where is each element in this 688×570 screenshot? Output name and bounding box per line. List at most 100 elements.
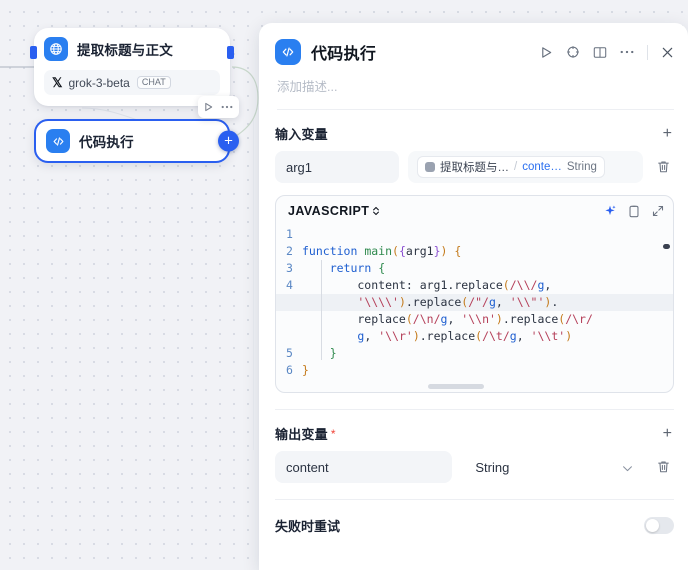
run-icon[interactable] xyxy=(540,46,553,59)
code-line: g, '\\r').replace(/\t/g, '\\t') xyxy=(276,328,673,345)
run-node-icon[interactable] xyxy=(204,102,213,112)
add-next-node-button[interactable]: + xyxy=(218,130,239,152)
delete-input-variable-button[interactable] xyxy=(652,160,674,174)
panel-body: 输入变量 + arg1 提取标题与… / conte… String xyxy=(259,110,688,570)
model-name: grok-3-beta xyxy=(68,75,130,90)
code-brackets-icon xyxy=(275,39,301,65)
chevron-updown-icon xyxy=(373,206,380,216)
divider xyxy=(275,499,674,500)
code-line: 4 content: arg1.replace(/\\/g, xyxy=(276,277,673,294)
node-ref-icon xyxy=(425,162,435,172)
input-variable-name[interactable]: arg1 xyxy=(275,151,399,183)
required-marker: * xyxy=(330,426,336,441)
line-text: return { xyxy=(329,261,386,275)
divider xyxy=(647,44,648,60)
language-selector[interactable]: JAVASCRIPT xyxy=(288,204,380,218)
input-section-header: 输入变量 + xyxy=(275,110,674,151)
panel-resize-handle[interactable] xyxy=(253,120,257,450)
panel-actions xyxy=(540,44,674,60)
line-number xyxy=(276,328,302,345)
code-line: 1 xyxy=(276,226,673,243)
close-icon[interactable] xyxy=(661,46,674,59)
node-extract-title-body[interactable]: 提取标题与正文 𝕏 grok-3-beta CHAT xyxy=(30,28,234,106)
line-number: 3 xyxy=(286,261,293,275)
line-text: '\\\\').replace(/"/g, '\\"'). xyxy=(357,295,559,309)
retry-toggle[interactable] xyxy=(644,517,674,534)
output-variable-name[interactable]: content xyxy=(275,451,453,483)
line-number: 4 xyxy=(286,278,293,292)
reference-node-name: 提取标题与… xyxy=(440,162,509,174)
node-title: 代码执行 xyxy=(79,135,134,150)
code-line: '\\\\').replace(/"/g, '\\"'). xyxy=(276,294,673,311)
grid-sphere-icon xyxy=(44,37,68,61)
reference-type: String xyxy=(566,161,597,173)
more-options-icon[interactable] xyxy=(221,105,233,109)
line-text: content: arg1.replace(/\\/g, xyxy=(302,278,552,292)
line-number xyxy=(276,311,302,328)
scrollbar-thumb[interactable] xyxy=(663,244,670,249)
delete-output-variable-button[interactable] xyxy=(652,460,674,474)
ai-generate-icon[interactable] xyxy=(604,205,616,217)
output-section-header: 输出变量 * + xyxy=(275,410,674,451)
model-mode-badge: CHAT xyxy=(136,75,171,90)
line-text: } xyxy=(329,346,337,360)
xai-logo-icon: 𝕏 xyxy=(52,74,63,90)
model-selector[interactable]: 𝕏 grok-3-beta CHAT xyxy=(44,70,220,95)
scrollbar-thumb[interactable] xyxy=(428,384,484,389)
node-title: 提取标题与正文 xyxy=(77,43,173,58)
code-editor[interactable]: JAVASCRIPT xyxy=(275,195,674,393)
line-text: function main({arg1}) { xyxy=(302,244,462,258)
description-placeholder[interactable]: 添加描述... xyxy=(277,76,674,110)
code-brackets-icon xyxy=(46,129,70,153)
input-variable-row: arg1 提取标题与… / conte… String xyxy=(275,151,674,183)
copy-icon[interactable] xyxy=(628,205,640,218)
divider xyxy=(275,409,674,410)
add-output-variable-button[interactable]: + xyxy=(662,424,672,442)
reference-field-name: conte… xyxy=(522,161,562,173)
output-type-value: String xyxy=(475,459,510,475)
node-output-port[interactable] xyxy=(227,46,234,59)
input-section-title: 输入变量 xyxy=(275,127,328,142)
expand-icon[interactable] xyxy=(652,205,664,217)
retry-on-failure-section: 失败时重试 xyxy=(275,500,674,535)
line-number: 5 xyxy=(286,346,293,360)
line-number: 1 xyxy=(286,227,293,241)
line-number: 6 xyxy=(286,363,293,377)
page-title: 代码执行 xyxy=(311,46,377,63)
more-options-icon[interactable] xyxy=(620,50,634,54)
code-line: 5 } xyxy=(276,345,673,362)
panel-header: 代码执行 xyxy=(259,23,688,110)
node-detail-panel: 代码执行 xyxy=(259,23,688,570)
editor-toolbar: JAVASCRIPT xyxy=(276,196,673,226)
edge-outgoing-loop xyxy=(231,66,259,137)
reference-chip[interactable]: 提取标题与… / conte… String xyxy=(417,156,605,178)
input-variable-reference[interactable]: 提取标题与… / conte… String xyxy=(408,151,643,183)
code-content[interactable]: 1 2 function main({arg1}) { 3 return { xyxy=(276,226,673,392)
line-text: g, '\\r').replace(/\t/g, '\\t') xyxy=(357,329,573,343)
node-header: 提取标题与正文 xyxy=(44,37,220,61)
line-number xyxy=(276,294,302,311)
chevron-down-icon xyxy=(622,460,643,475)
retry-section-title: 失败时重试 xyxy=(275,519,341,534)
node-hover-toolbar[interactable] xyxy=(198,96,239,118)
code-line: replace(/\n/g, '\\n').replace(/\r/ xyxy=(276,311,673,328)
toggle-knob xyxy=(646,519,659,532)
line-text: replace(/\n/g, '\\n').replace(/\r/ xyxy=(302,312,593,326)
panel-layout-icon[interactable] xyxy=(593,46,607,59)
target-icon[interactable] xyxy=(566,45,580,59)
output-section-title: 输出变量 xyxy=(275,427,328,442)
code-lines: 1 2 function main({arg1}) { 3 return { xyxy=(276,226,673,385)
node-input-port[interactable] xyxy=(30,46,37,59)
editor-vertical-scrollbar[interactable] xyxy=(663,230,670,390)
output-type-select[interactable]: String xyxy=(461,460,643,475)
language-label: JAVASCRIPT xyxy=(288,204,370,218)
code-line: 2 function main({arg1}) { xyxy=(276,243,673,260)
output-variable-row: content String xyxy=(275,451,674,483)
code-line: 3 return { xyxy=(276,260,673,277)
node-code-execution[interactable]: 代码执行 + xyxy=(34,119,239,163)
editor-horizontal-scrollbar[interactable] xyxy=(276,384,673,390)
add-input-variable-button[interactable]: + xyxy=(662,124,672,142)
indent-guide xyxy=(321,260,322,360)
line-text: } xyxy=(302,363,309,377)
